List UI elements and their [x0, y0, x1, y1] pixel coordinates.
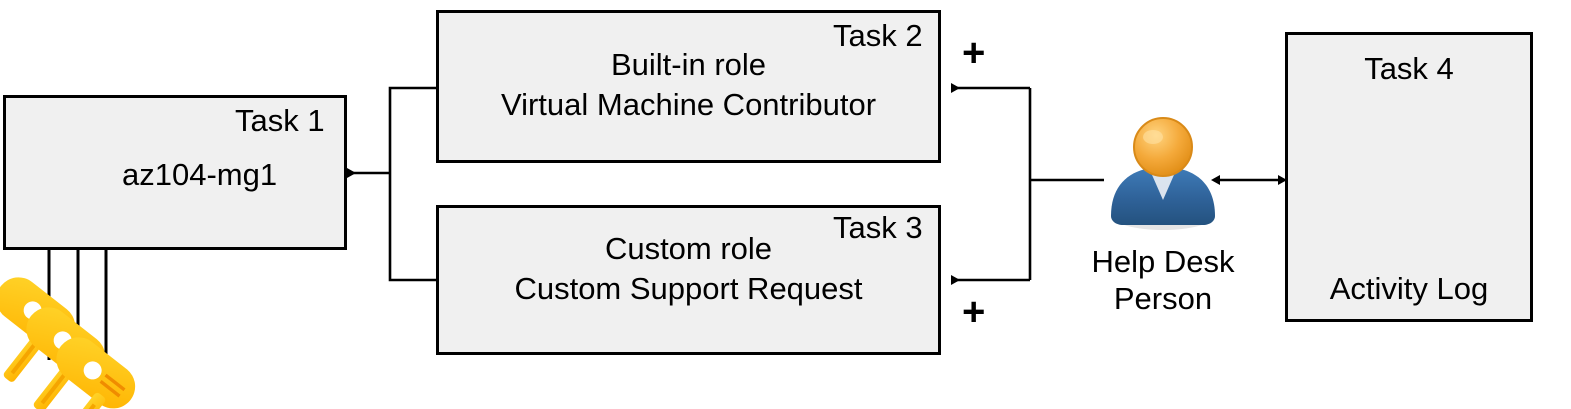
- person-caption-line1: Help Desk: [1091, 244, 1235, 279]
- task4-label: Activity Log: [1329, 271, 1489, 306]
- task1-label: az104-mg1: [122, 157, 278, 192]
- connector-roles-to-management-group: [347, 86, 436, 282]
- plus-top: +: [962, 31, 986, 75]
- connector-person-to-roles: [951, 83, 1104, 285]
- task2-line2: Virtual Machine Contributor: [500, 87, 877, 122]
- task2-tag: Task 2: [833, 18, 923, 53]
- help-desk-person-icon: [1111, 117, 1215, 230]
- task1-box[interactable]: [3, 95, 347, 250]
- task3-box[interactable]: [436, 205, 941, 355]
- task4-tag: Task 4: [1364, 51, 1454, 86]
- key-icon-3: [56, 337, 136, 409]
- task2-box[interactable]: [436, 10, 941, 163]
- task1-tag: Task 1: [235, 103, 325, 138]
- person-caption-line2: Person: [1113, 281, 1213, 316]
- task4-box[interactable]: [1285, 32, 1533, 322]
- plus-bottom: +: [962, 290, 986, 334]
- task2-line1: Built-in role: [610, 47, 767, 82]
- task3-tag: Task 3: [833, 210, 923, 245]
- task3-line1: Custom role: [604, 231, 773, 266]
- task3-line2: Custom Support Request: [514, 271, 863, 306]
